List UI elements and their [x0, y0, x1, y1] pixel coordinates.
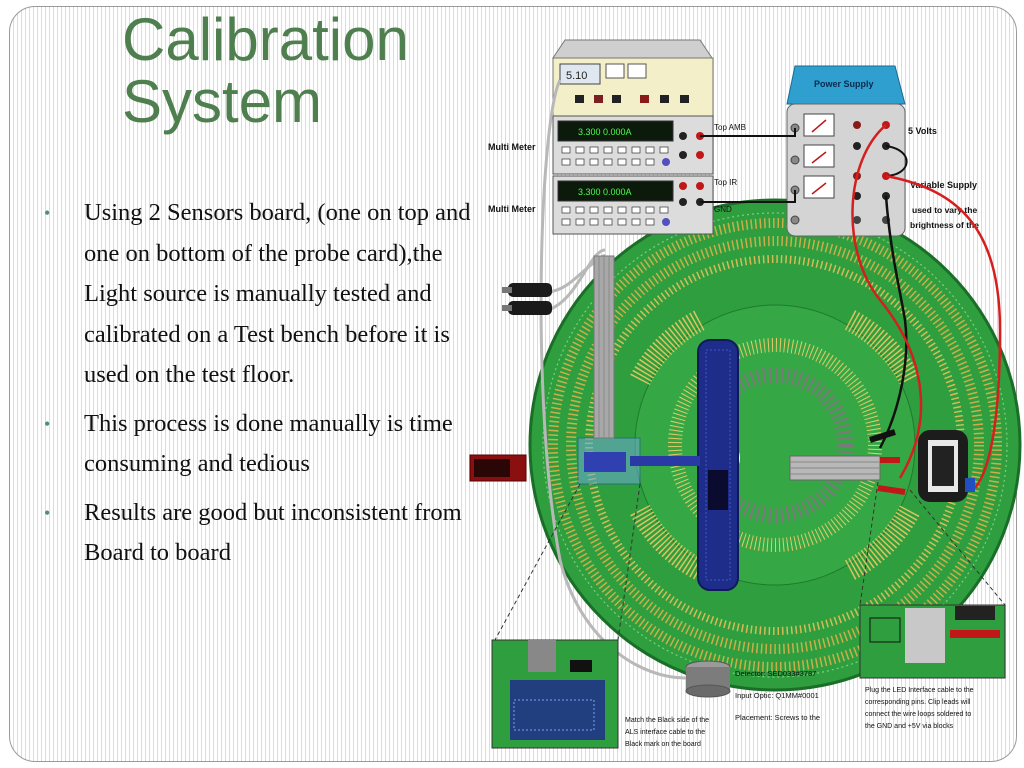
label-variable-note-2: brightness of the [910, 220, 979, 230]
title-line-1: Calibration [122, 6, 409, 73]
placement-line: Placement: Screws to the [735, 713, 820, 722]
zoom-lines [494, 481, 1006, 641]
banana-plugs [502, 283, 552, 315]
note-left-line-2: ALS interface cable to the [625, 729, 705, 736]
multimeter-label-top: Multi Meter [488, 142, 536, 152]
bullet-dot-icon: • [44, 203, 51, 223]
source-meter-display: 5.10 [566, 70, 587, 82]
multimeter-bottom: 3.300 0.000A [552, 175, 714, 235]
detector-notes: Detector: SED033#3787 Input Optic: Q1MM#… [735, 669, 820, 722]
bullet-text: Results are good but inconsistent from B… [84, 498, 462, 567]
note-right-line-2: corresponding pins. Clip leads will [865, 699, 971, 706]
title-line-2: System [122, 68, 323, 135]
bullet-item: • Using 2 Sensors board, (one on top and … [38, 193, 483, 396]
source-meter: 5.10 [552, 39, 714, 117]
bullet-text: This process is done manually is time co… [84, 409, 453, 478]
note-left-line-3: Black mark on the board [625, 741, 701, 748]
bullet-dot-icon: • [44, 502, 51, 523]
label-5-volts: 5 Volts [908, 126, 937, 136]
multimeter-top: 3.300 0.000A [552, 115, 714, 175]
multimeter-top-display: 3.300 0.000A [578, 127, 632, 137]
label-variable-note-1: used to vary the [912, 205, 977, 215]
bullet-item: • Results are good but inconsistent from … [38, 493, 483, 574]
label-variable-supply: Variable Supply [910, 180, 977, 190]
note-right-line-4: the GND and +5V via blocks [865, 723, 954, 730]
inset-right [859, 604, 1006, 679]
note-left: Match the Black side of the ALS interfac… [625, 717, 709, 748]
wire-label-gnd: GND [714, 205, 732, 214]
bullet-item: • This process is done manually is time c… [38, 404, 483, 485]
note-right-line-1: Plug the LED Interface cable to the [865, 687, 974, 694]
red-connector [469, 454, 527, 482]
wires [539, 79, 1002, 680]
note-right: Plug the LED Interface cable to the corr… [865, 687, 974, 730]
wire-label-top-amb: Top AMB [714, 123, 746, 132]
led-interface-connector [918, 430, 975, 502]
bullet-text: Using 2 Sensors board, (one on top and o… [84, 199, 471, 388]
note-left-line-1: Match the Black side of the [625, 717, 709, 724]
detector-line: Detector: SED033#3787 [735, 669, 816, 678]
slide-title: Calibration System [122, 9, 522, 133]
detector [685, 660, 731, 698]
input-optic-line: Input Optic: Q1MM#0001 [735, 691, 819, 700]
bullet-list: • Using 2 Sensors board, (one on top and … [38, 193, 483, 582]
power-supply-title: Power Supply [814, 79, 874, 89]
bullet-dot-icon: • [44, 413, 51, 434]
multimeter-bottom-display: 3.300 0.000A [578, 187, 632, 197]
multimeter-label-bottom: Multi Meter [488, 204, 536, 214]
note-right-line-3: connect the wire loops soldered to [865, 711, 971, 718]
inset-left [491, 639, 619, 749]
wire-label-top-ir: Top IR [714, 178, 737, 187]
